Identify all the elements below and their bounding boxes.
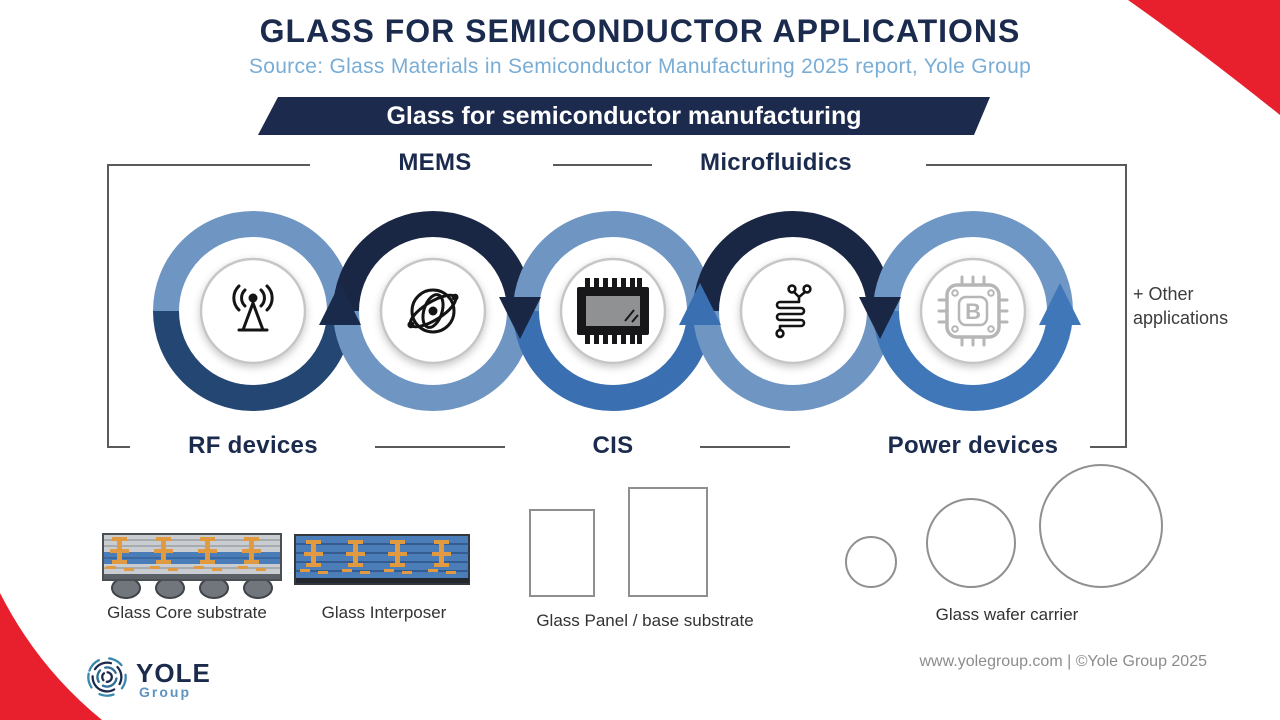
yole-logo-text: YOLE — [136, 658, 211, 688]
glass-interposer-illustration — [294, 534, 470, 585]
yole-logo-subtext: Group — [139, 684, 191, 700]
footer-credit: www.yolegroup.com | ©Yole Group 2025 — [919, 653, 1207, 670]
glass-core-substrate-illustration — [102, 533, 282, 599]
label-glass-interposer: Glass Interposer — [321, 603, 447, 622]
microfluidics-ring — [693, 211, 893, 411]
rf-antenna-icon — [232, 284, 274, 332]
cis-ring — [513, 211, 713, 411]
label-cis: CIS — [592, 432, 634, 459]
label-rf-devices: RF devices — [188, 432, 318, 459]
label-power-devices: Power devices — [887, 432, 1059, 459]
section-banner: Glass for semiconductor manufacturing — [258, 97, 990, 135]
mems-ring — [333, 211, 533, 411]
icon-medallion — [199, 257, 307, 365]
solder-balls — [111, 577, 273, 599]
power-chip-glyph: B — [965, 299, 981, 324]
yole-swirl-icon — [87, 657, 127, 697]
applications-ring-chain: B — [153, 211, 1081, 411]
bracket-line — [375, 446, 505, 448]
label-glass-core-substrate: Glass Core substrate — [107, 603, 267, 622]
bracket-line — [700, 446, 790, 448]
gyroscope-icon — [407, 288, 459, 334]
label-glass-wafer-carrier: Glass wafer carrier — [935, 605, 1079, 624]
source-subtitle: Source: Glass Materials in Semiconductor… — [248, 55, 1032, 78]
flow-arrow-down — [859, 297, 901, 339]
label-glass-panel: Glass Panel / base substrate — [536, 611, 754, 630]
glass-wafer-large-circle — [1039, 464, 1163, 588]
flow-arrow-up — [679, 283, 721, 325]
power-chip-icon: B — [937, 275, 1009, 347]
page-title: GLASS FOR SEMICONDUCTOR APPLICATIONS — [259, 13, 1021, 49]
rf-devices-ring — [153, 211, 353, 411]
microfluidic-channel-icon — [775, 284, 812, 339]
bracket-line — [553, 164, 652, 166]
bracket-line — [1090, 446, 1127, 448]
bracket-line — [926, 164, 1127, 166]
icon-medallion — [739, 257, 847, 365]
glass-wafer-medium-circle — [926, 498, 1016, 588]
image-sensor-chip-icon — [577, 278, 649, 344]
label-microfluidics: Microfluidics — [700, 149, 852, 176]
flow-arrow-up — [1039, 283, 1081, 325]
flow-arrow-down — [499, 297, 541, 339]
icon-medallion — [919, 257, 1027, 365]
flow-arrow-up — [319, 283, 361, 325]
bracket-line — [107, 446, 130, 448]
other-applications-note: + Other applications — [1133, 284, 1229, 329]
bracket-line — [107, 164, 310, 166]
bracket-line — [1125, 164, 1127, 448]
glass-wafer-small-circle — [845, 536, 897, 588]
glass-panel-small-rect — [529, 509, 595, 597]
power-devices-ring — [873, 211, 1073, 411]
glass-panel-large-rect — [628, 487, 708, 597]
label-mems: MEMS — [398, 149, 472, 176]
bracket-line — [107, 164, 109, 448]
